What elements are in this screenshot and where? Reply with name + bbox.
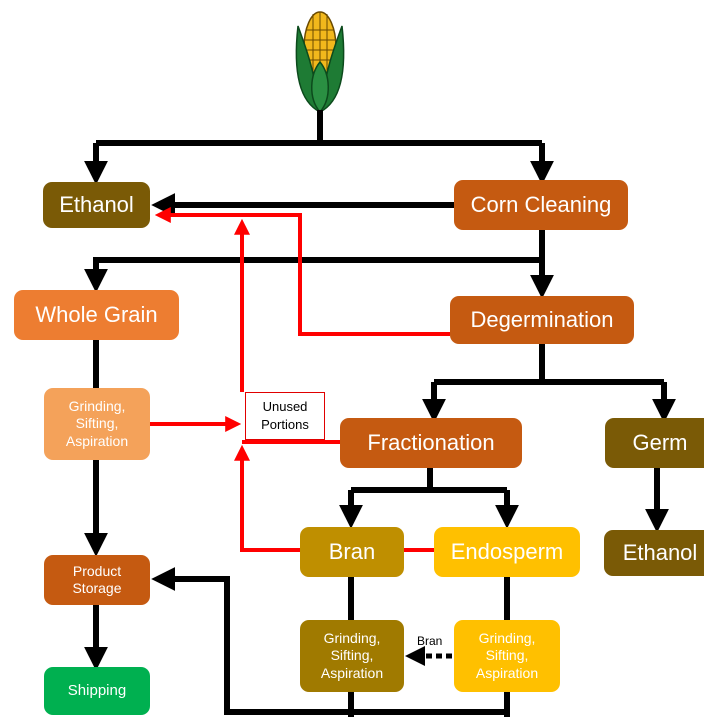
unused-portions-line-2: Portions — [261, 417, 309, 432]
shipping-label: Shipping — [67, 681, 127, 699]
black-flow-lines — [84, 110, 676, 717]
degermination-node: Degermination — [450, 296, 634, 344]
ethanol-node-top: Ethanol — [43, 182, 150, 228]
fractionation-node: Fractionation — [340, 418, 522, 468]
ethanol-node-top-label: Ethanol — [59, 192, 134, 218]
red-flow-lines — [150, 207, 450, 552]
grinding-bran-line-3: Aspiration — [320, 664, 384, 681]
shipping-node: Shipping — [44, 667, 150, 715]
grinding-left-line-3: Aspiration — [65, 432, 129, 449]
germ-node: Germ — [605, 418, 704, 468]
bran-transfer-label: Bran — [417, 634, 443, 648]
grinding-endosperm-line-1: Grinding, — [478, 629, 536, 646]
grinding-left-node: Grinding, Sifting, Aspiration — [44, 388, 150, 460]
ethanol-node-right-label: Ethanol — [622, 540, 698, 566]
endosperm-label: Endosperm — [450, 539, 564, 565]
unused-portions-line-1: Unused — [262, 399, 308, 415]
whole-grain-node: Whole Grain — [14, 290, 179, 340]
bran-label: Bran — [328, 539, 376, 565]
bran-node: Bran — [300, 527, 404, 577]
endosperm-node: Endosperm — [434, 527, 580, 577]
product-storage-line-1: Product — [72, 562, 122, 579]
ethanol-node-right: Ethanol — [604, 530, 704, 576]
grinding-left-line-2: Sifting, — [75, 415, 119, 432]
corn-cob-icon — [295, 11, 345, 114]
grinding-bran-node: Grinding, Sifting, Aspiration — [300, 620, 404, 692]
corn-cleaning-label: Corn Cleaning — [470, 192, 612, 218]
grinding-bran-line-1: Grinding, — [323, 629, 381, 646]
grinding-left-line-1: Grinding, — [68, 397, 126, 414]
corn-cleaning-node: Corn Cleaning — [454, 180, 628, 230]
product-storage-line-2: Storage — [72, 580, 122, 596]
grinding-endosperm-line-2: Sifting, — [485, 647, 529, 664]
degermination-label: Degermination — [470, 307, 614, 333]
product-storage-node: Product Storage — [44, 555, 150, 605]
grinding-endosperm-line-3: Aspiration — [475, 664, 539, 681]
whole-grain-label: Whole Grain — [35, 302, 158, 328]
germ-label: Germ — [632, 430, 688, 456]
fractionation-label: Fractionation — [367, 430, 495, 456]
grinding-endosperm-node: Grinding, Sifting, Aspiration — [454, 620, 560, 692]
unused-portions-box: Unused Portions — [245, 392, 325, 440]
grinding-bran-line-2: Sifting, — [330, 647, 374, 664]
